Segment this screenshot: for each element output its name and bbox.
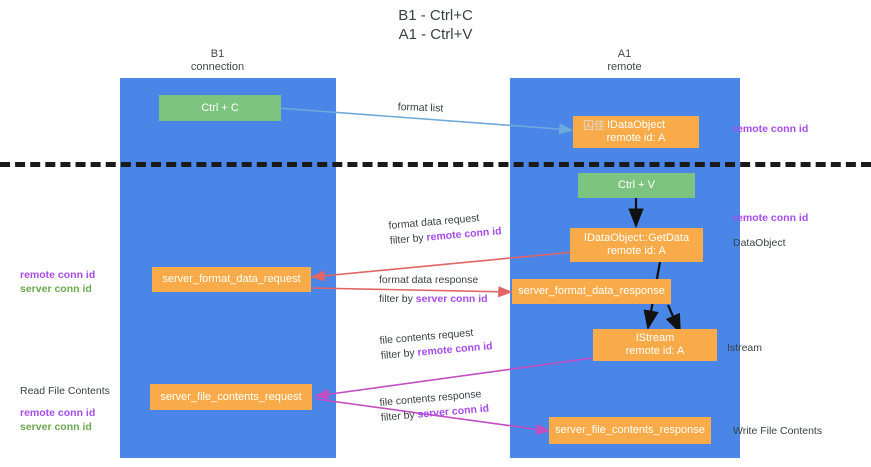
lane-header-a1-role: remote [607, 61, 642, 73]
node-server-file-contents-request[interactable]: server_file_contents_request [150, 384, 312, 410]
left-annotation-mid: remote conn id server conn id [20, 268, 95, 296]
right-annotation-top-conn: remote conn id [733, 123, 809, 135]
left-annotation-mid-remote: remote conn id [20, 269, 96, 281]
node-ctrl-c-label: Ctrl + C [201, 101, 239, 114]
node-server-format-data-request-label: server_format_data_request [162, 273, 301, 285]
node-server-format-data-request[interactable]: server_format_data_request [152, 267, 311, 292]
arrow-file-contents-response [315, 398, 551, 435]
arrow-format-list [276, 107, 574, 135]
edge-label-prefix: filter by [389, 231, 428, 247]
edge-label-format-list: format list [397, 100, 444, 117]
arrow-response-to-istream [665, 304, 682, 335]
edge-label-format-data-response-line2: filter by server conn id [379, 292, 488, 307]
node-getdata-sub: remote id: A [607, 245, 666, 257]
render-artifact-glyphs: 囚佳 [583, 120, 605, 132]
left-annotation-bottom-caption: Read File Contents [20, 385, 110, 397]
left-annotation-bottom-remote: remote conn id [20, 407, 96, 419]
title-line-1: B1 - Ctrl+C [398, 7, 473, 24]
title-line-2: A1 - Ctrl+V [398, 26, 473, 43]
arrow-format-data-response [311, 286, 513, 298]
node-istream-sub: remote id: A [625, 345, 685, 357]
node-getdata-label: IDataObject::GetData [583, 232, 690, 244]
edge-label-highlight: server conn id [415, 293, 488, 305]
lane-header-b1-role: connection [190, 61, 245, 73]
node-idataobject-getdata[interactable]: IDataObject::GetData remote id: A [570, 228, 703, 262]
node-ctrl-v[interactable]: Ctrl + V [578, 173, 695, 198]
left-annotation-mid-server: server conn id [20, 283, 92, 295]
node-server-file-contents-response[interactable]: server_file_contents_response [549, 417, 711, 444]
left-annotation-bottom-server: server conn id [20, 421, 92, 433]
node-istream-label: IStream [635, 332, 675, 344]
right-annotation-dataobject-caption: DataObject [733, 237, 786, 249]
node-server-file-contents-response-label: server_file_contents_response [555, 424, 705, 436]
node-server-file-contents-request-label: server_file_contents_request [160, 390, 302, 403]
arrow-file-contents-request [314, 357, 593, 400]
lane-header-a1-name: A1 [617, 48, 632, 60]
node-istream[interactable]: IStream remote id: A [593, 329, 717, 361]
right-annotation-dataobject-conn: remote conn id [733, 212, 809, 224]
right-annotation-write-caption: Write File Contents [733, 425, 823, 437]
node-server-format-data-response[interactable]: server_format_data_response [512, 279, 671, 304]
edge-label-format-data-response: format data response filter by server co… [379, 273, 488, 307]
edge-label-prefix: filter by [380, 408, 419, 424]
node-idataobject-label: IDataObject [606, 119, 666, 131]
diagram-title: B1 - Ctrl+C A1 - Ctrl+V [0, 6, 871, 44]
node-idataobject-sub: remote id: A [606, 132, 666, 144]
edge-label-prefix: filter by [380, 346, 419, 362]
lane-header-b1: B1 connection [150, 48, 285, 74]
edge-label-format-list-text: format list [397, 100, 444, 115]
arrow-format-data-request [310, 251, 575, 282]
node-ctrl-c[interactable]: Ctrl + C [159, 95, 281, 121]
node-idataobject[interactable]: IDataObject remote id: A [573, 116, 699, 148]
edge-label-prefix: filter by [379, 293, 416, 305]
right-annotation-istream-caption: Istream [727, 342, 763, 354]
phase-divider [0, 162, 871, 167]
lane-header-a1: A1 remote [557, 48, 692, 74]
lane-header-b1-name: B1 [210, 48, 225, 60]
left-annotation-bottom: Read File Contents remote conn id server… [20, 384, 110, 434]
node-ctrl-v-label: Ctrl + V [618, 179, 655, 191]
edge-label-format-data-response-line1: format data response [379, 274, 479, 286]
node-server-format-data-response-label: server_format_data_response [518, 285, 665, 297]
